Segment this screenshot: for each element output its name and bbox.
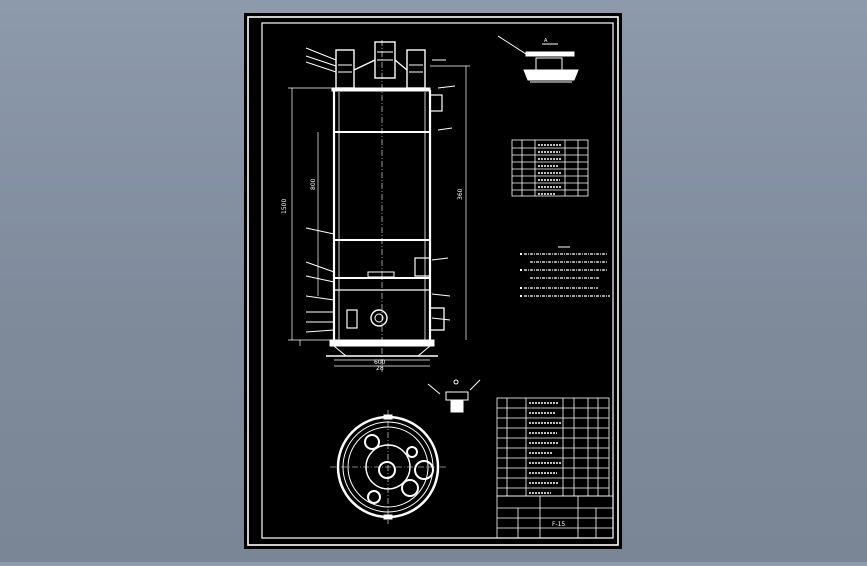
- title-block: [496, 495, 614, 539]
- dim-bottom: 600: [374, 359, 386, 366]
- drawing-sheet: [244, 13, 622, 549]
- dim-right: 360: [457, 188, 464, 200]
- technical-notes: [520, 246, 610, 297]
- dimension-texts: 1500 800 360 600 28: [281, 178, 464, 372]
- dim-inner: 800: [310, 178, 317, 190]
- dim-main: 1500: [281, 199, 288, 214]
- detail-view-top: [497, 35, 579, 83]
- parts-list: [496, 397, 610, 497]
- vessel-elevation-view: [305, 40, 456, 372]
- nozzle-table: [511, 139, 589, 197]
- dim-small: 28: [376, 365, 384, 372]
- sheet-outer-border: [247, 16, 619, 546]
- vessel-plan-view: [330, 410, 446, 524]
- dimension-lines: [288, 65, 470, 367]
- detail-view-flange: [427, 379, 481, 413]
- detail-label: A: [544, 38, 548, 44]
- sheet-inner-border: [261, 22, 614, 539]
- title-code: F-15: [552, 521, 565, 528]
